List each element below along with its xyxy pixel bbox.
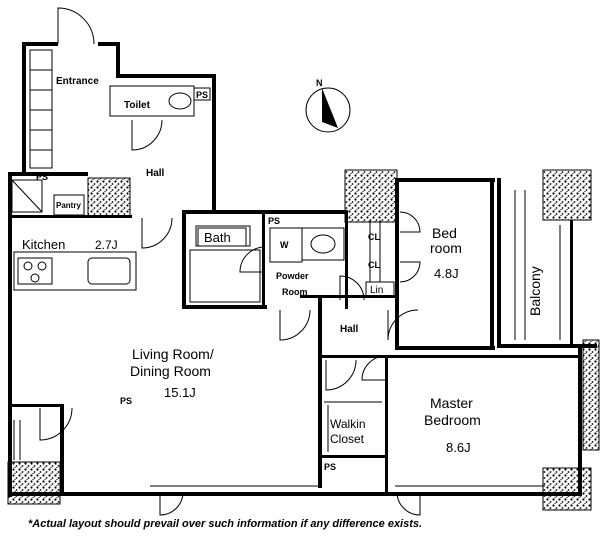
north-arrow: N <box>305 78 351 133</box>
master-label-1: Master <box>430 395 473 411</box>
room-labels: Entrance Toilet Hall Pantry Kitchen 2.7J… <box>22 74 543 455</box>
bedroom-label-1: Bed <box>432 225 457 241</box>
bath-label: Bath <box>204 230 231 245</box>
bedroom-size: 4.8J <box>434 266 459 281</box>
balcony-label: Balcony <box>527 266 543 316</box>
pantry-label: Pantry <box>56 201 81 210</box>
living-size: 15.1J <box>164 385 196 400</box>
ps-label-walkin: PS <box>324 462 336 472</box>
north-label: N <box>316 78 323 88</box>
walkin-label-1: Walkin <box>330 417 366 431</box>
doors <box>39 7 421 516</box>
clo-label-1: CL <box>368 232 380 242</box>
walls <box>8 42 597 497</box>
walkin-label-2: Closet <box>330 432 365 446</box>
structural-columns <box>7 169 600 511</box>
footnote: *Actual layout should prevail over such … <box>28 518 423 530</box>
hall-upper-label: Hall <box>146 168 165 179</box>
ps-label-kitchen: PS <box>36 172 48 182</box>
powder-room-label-2: Room <box>282 287 308 297</box>
living-label-2: Dining Room <box>130 363 211 379</box>
powder-room-label-1: Powder <box>276 271 309 281</box>
small-labels: PS PS PS PS PS CL CL W <box>36 87 380 472</box>
entrance-label: Entrance <box>56 76 99 87</box>
toilet-label: Toilet <box>124 100 151 111</box>
living-label-1: Living Room/ <box>132 346 214 362</box>
ps-label-toilet: PS <box>196 90 208 100</box>
lin-label: Lin <box>370 285 383 296</box>
hall-lower-label: Hall <box>340 324 359 335</box>
master-label-2: Bedroom <box>424 412 481 428</box>
master-size: 8.6J <box>446 440 471 455</box>
ps-label-bath: PS <box>268 216 280 226</box>
clo-label-2: CL <box>368 260 380 270</box>
ps-label-living: PS <box>120 396 132 406</box>
kitchen-label: Kitchen <box>22 237 65 252</box>
bedroom-label-2: room <box>430 240 462 256</box>
washer-label: W <box>280 240 289 250</box>
kitchen-size: 2.7J <box>95 238 118 252</box>
